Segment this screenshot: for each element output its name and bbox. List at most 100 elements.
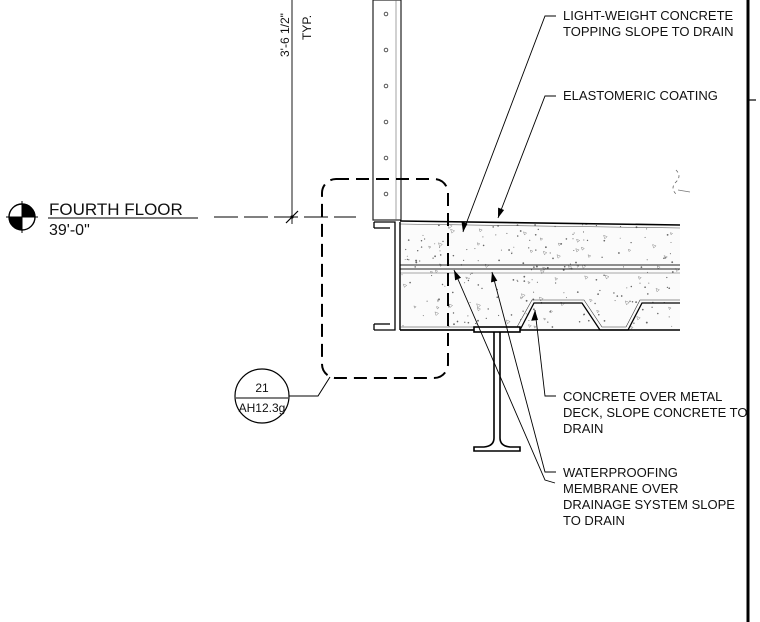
stipple-dot bbox=[647, 271, 648, 273]
stipple-dot bbox=[648, 282, 650, 284]
stipple-dot bbox=[582, 314, 585, 316]
stipple-dot bbox=[537, 228, 539, 231]
stipple-dot bbox=[482, 236, 484, 238]
detail-number: 21 bbox=[255, 381, 269, 395]
stipple-dot bbox=[534, 224, 536, 226]
stipple-dot bbox=[419, 260, 421, 262]
stipple-dot bbox=[556, 254, 561, 259]
stipple-dot bbox=[409, 281, 411, 284]
stipple-dot bbox=[603, 234, 608, 240]
stipple-dot bbox=[516, 279, 518, 281]
stipple-dot bbox=[568, 265, 573, 270]
stipple-dot bbox=[614, 300, 616, 302]
stipple-dot bbox=[434, 255, 436, 258]
stipple-dot bbox=[528, 247, 530, 249]
stipple-dot bbox=[549, 310, 551, 313]
stipple-dot bbox=[671, 261, 674, 264]
stipple-dot bbox=[516, 235, 519, 237]
stipple-dot bbox=[656, 265, 661, 270]
note-coating: ELASTOMERIC COATING bbox=[563, 88, 718, 103]
stipple-dot bbox=[467, 279, 470, 282]
stipple-dot bbox=[645, 321, 648, 324]
stipple-dot bbox=[523, 280, 526, 282]
stipple-dot bbox=[464, 282, 466, 284]
stipple-dot bbox=[447, 223, 453, 229]
stipple-dot bbox=[456, 320, 459, 323]
stipple-dot bbox=[451, 291, 454, 294]
stipple-dot bbox=[542, 250, 548, 256]
stipple-dot bbox=[572, 238, 574, 240]
stipple-dot bbox=[617, 252, 620, 254]
stipple-dot bbox=[462, 259, 465, 262]
stipple-dot bbox=[533, 266, 535, 268]
stipple-dot bbox=[434, 269, 439, 274]
stipple-dot bbox=[671, 325, 673, 327]
stipple-dot bbox=[583, 239, 585, 241]
stipple-dot bbox=[531, 279, 533, 281]
note-membrane-line-2: MEMBRANE OVER bbox=[563, 481, 679, 496]
stipple-dot bbox=[520, 293, 526, 298]
stipple-dot bbox=[426, 300, 428, 302]
note-membrane-line-4: TO DRAIN bbox=[563, 513, 625, 528]
stipple-dot bbox=[601, 256, 603, 258]
stipple-dot bbox=[595, 278, 598, 281]
stipple-dot bbox=[505, 319, 511, 325]
stipple-dot bbox=[423, 238, 426, 240]
stipple-dot bbox=[572, 233, 574, 235]
stipple-dot bbox=[474, 248, 476, 250]
stipple-dot bbox=[540, 269, 545, 275]
stipple-dot bbox=[478, 228, 483, 233]
stipple-dot bbox=[599, 289, 601, 292]
stipple-dot bbox=[450, 228, 456, 234]
stipple-dot bbox=[404, 258, 406, 260]
stipple-dot bbox=[532, 308, 535, 311]
stipple-dot bbox=[408, 259, 410, 261]
stipple-dot bbox=[552, 257, 554, 260]
stipple-dot bbox=[627, 248, 632, 253]
stipple-dot bbox=[477, 319, 479, 322]
stipple-dot bbox=[452, 312, 455, 314]
stipple-dot bbox=[603, 239, 606, 242]
stipple-dot bbox=[670, 232, 674, 236]
stipple-dot bbox=[492, 226, 495, 228]
stipple-dot bbox=[565, 297, 567, 299]
stipple-dot bbox=[434, 243, 436, 245]
stipple-dot bbox=[598, 313, 600, 316]
stipple-dot bbox=[436, 299, 440, 303]
steel-beam bbox=[473, 326, 521, 452]
stipple-dot bbox=[467, 315, 469, 317]
stipple-dot bbox=[569, 263, 571, 265]
stipple-dot bbox=[533, 291, 535, 293]
stipple-dot bbox=[636, 316, 641, 321]
stipple-dot bbox=[420, 246, 423, 248]
stipple-dot bbox=[415, 261, 418, 264]
stipple-dot bbox=[546, 266, 549, 269]
stipple-dot bbox=[613, 292, 615, 294]
stipple-dot bbox=[438, 298, 440, 301]
stipple-dot bbox=[620, 295, 623, 297]
stipple-dot bbox=[668, 287, 671, 290]
stipple-dot bbox=[580, 246, 585, 251]
note-topping-line-1: LIGHT-WEIGHT CONCRETE bbox=[563, 8, 734, 23]
stipple-dot bbox=[624, 300, 630, 306]
detail-callout-icon bbox=[234, 368, 290, 424]
stipple-dot bbox=[657, 312, 659, 315]
stipple-dot bbox=[525, 299, 528, 302]
detail-boundary bbox=[321, 178, 449, 379]
height-dimension: 3'-6 1/2" TYP. bbox=[278, 0, 314, 224]
stipple-dot bbox=[512, 279, 515, 281]
stipple-dot bbox=[535, 265, 538, 268]
stipple-dot bbox=[596, 309, 600, 314]
metal-deck bbox=[400, 302, 680, 331]
stipple-dot bbox=[525, 313, 527, 315]
stipple-dot bbox=[586, 239, 589, 242]
stipple-dot bbox=[669, 253, 671, 255]
stipple-dot bbox=[630, 325, 634, 330]
stipple-dot bbox=[434, 311, 440, 316]
stipple-dot bbox=[630, 285, 633, 288]
stipple-dot bbox=[529, 239, 531, 241]
stipple-dot bbox=[442, 240, 444, 243]
stipple-dot bbox=[496, 296, 499, 299]
stipple-dot bbox=[498, 259, 501, 262]
